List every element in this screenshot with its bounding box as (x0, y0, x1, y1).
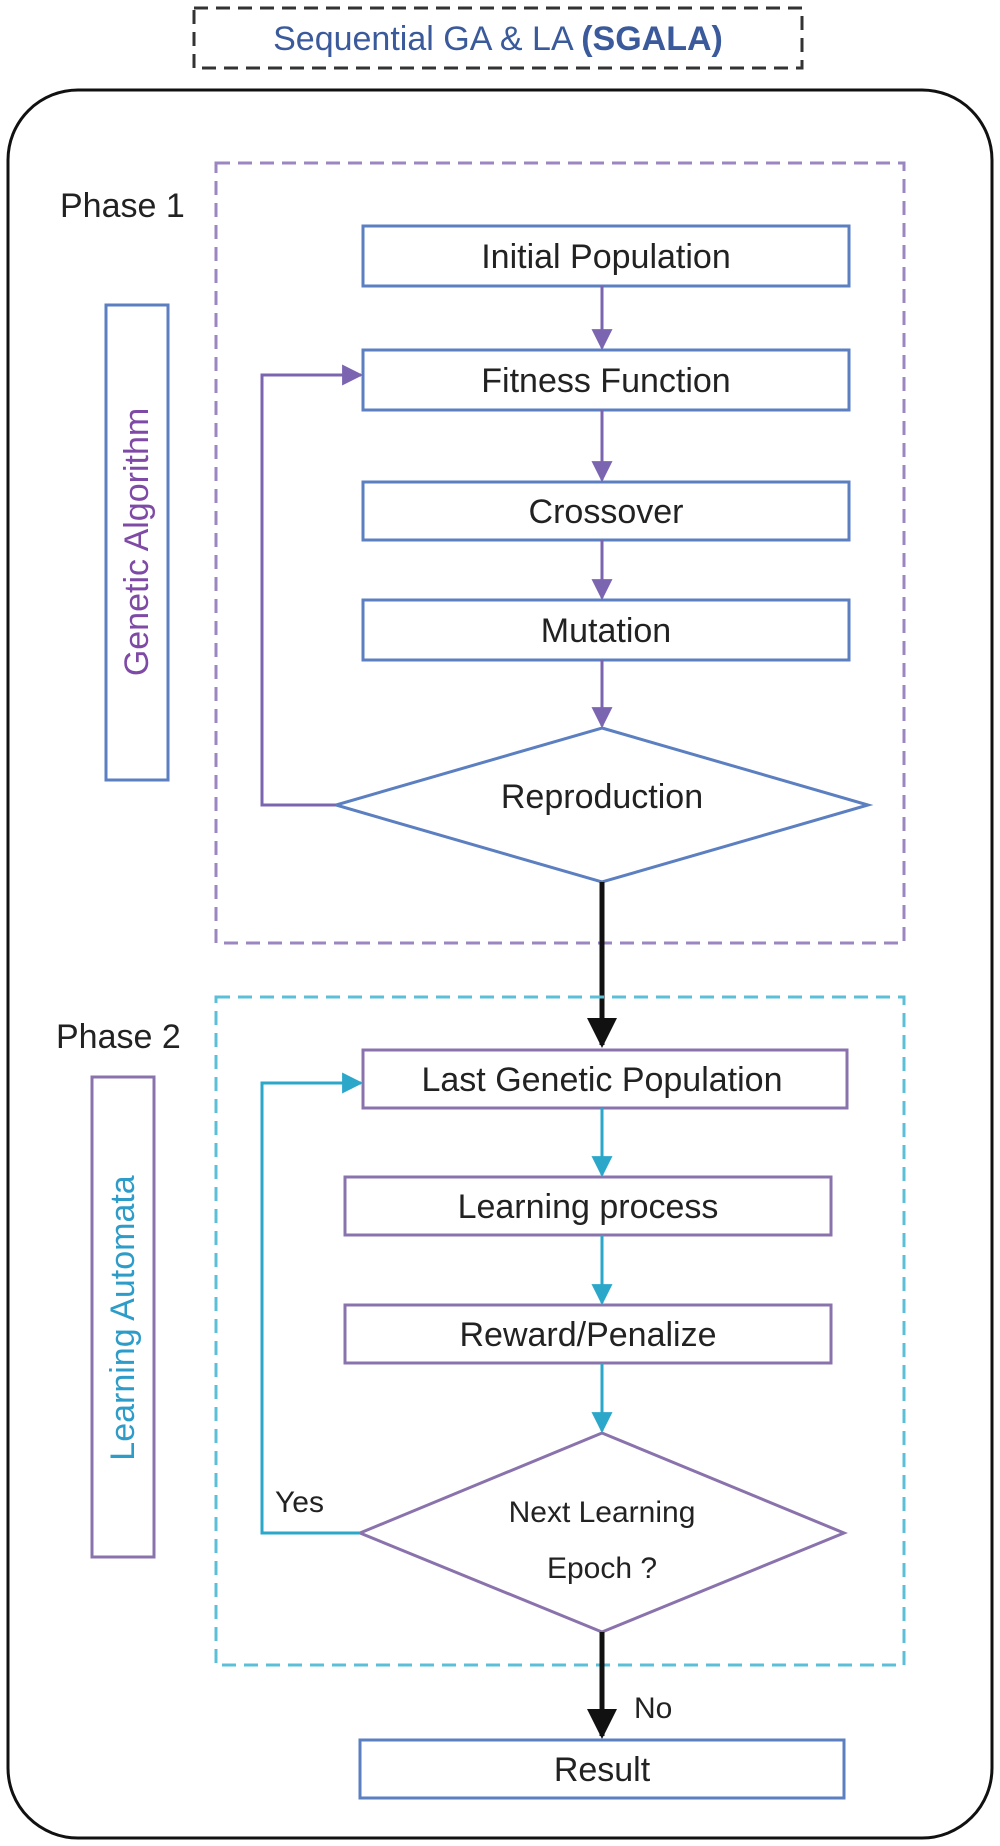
arrow-reproduction-loop (260, 364, 364, 807)
step-reward-penalize (343, 1303, 833, 1365)
arrow-yes-loop (260, 1072, 364, 1535)
outer-frame (6, 88, 994, 1840)
step-crossover-label: Crossover (529, 493, 684, 531)
step-initial-population-label: Initial Population (481, 238, 731, 276)
learning-automata-label: Learning Automata (104, 1175, 142, 1461)
step-last-genetic-population-label: Last Genetic Population (421, 1061, 782, 1099)
title-acronym: (SGALA) (581, 20, 723, 58)
step-reward-penalize-label: Reward/Penalize (459, 1316, 716, 1354)
phase2-label: Phase 2 (56, 1018, 181, 1056)
decision-next-learning-epoch-line2: Epoch ? (547, 1552, 657, 1585)
genetic-algorithm-label: Genetic Algorithm (118, 408, 156, 676)
yes-label: Yes (275, 1486, 324, 1519)
decision-next-learning-epoch (356, 1431, 848, 1634)
result-label: Result (554, 1751, 651, 1789)
learning-automata-label-box (90, 1075, 156, 1559)
genetic-algorithm-label-box (104, 303, 170, 782)
result-box (358, 1738, 846, 1800)
diagram-title: Sequential GA & LA (SGALA) (273, 20, 723, 58)
step-fitness-function-label: Fitness Function (481, 362, 730, 400)
decision-reproduction-label: Reproduction (501, 778, 703, 816)
step-initial-population (361, 224, 851, 288)
title-frame (192, 6, 804, 70)
phase1-label: Phase 1 (60, 187, 185, 225)
step-mutation-label: Mutation (541, 612, 671, 650)
step-learning-process-label: Learning process (458, 1188, 719, 1226)
phase1-frame (214, 161, 906, 945)
decision-next-learning-epoch-line1: Next Learning (509, 1496, 696, 1529)
phase2-frame (214, 995, 906, 1667)
step-crossover (361, 480, 851, 542)
step-last-genetic-population (361, 1048, 849, 1110)
no-label: No (634, 1692, 672, 1725)
title-prefix: Sequential GA & LA (273, 20, 581, 58)
step-learning-process (343, 1175, 833, 1237)
